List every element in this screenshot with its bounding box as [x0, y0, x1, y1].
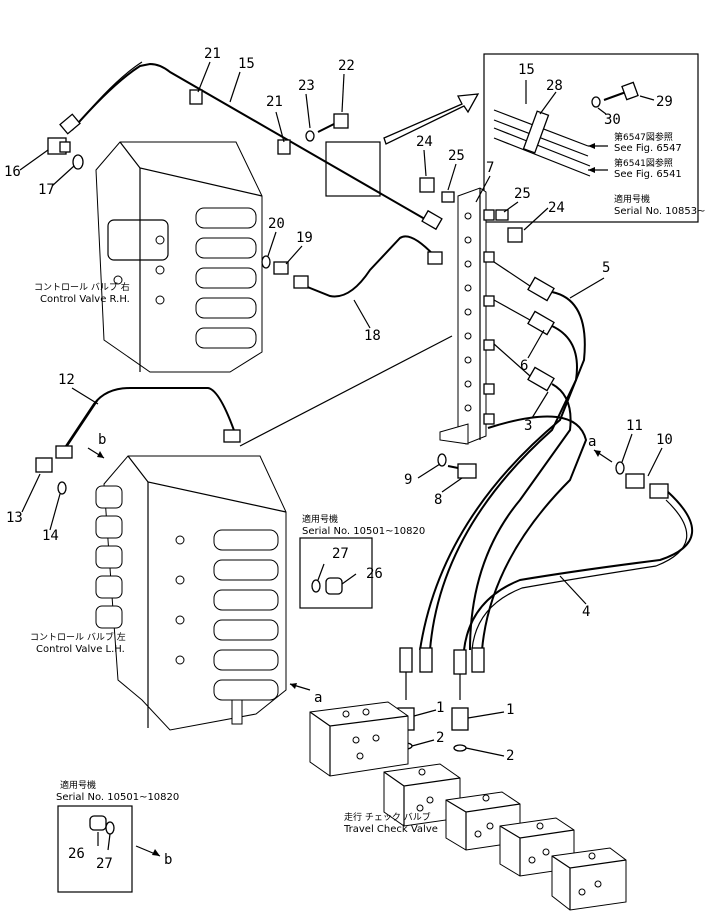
- travel-check-valve: [309, 701, 627, 911]
- callout-15: 15: [238, 56, 255, 72]
- hose-4: [463, 473, 694, 651]
- callout-2-a: 2: [436, 730, 444, 746]
- hose-end-fittings: [399, 647, 485, 700]
- elbow-16: [47, 137, 71, 155]
- inset-mid-serial-en: Serial No. 10501~10820: [302, 526, 425, 537]
- hoses-5-6-3: [419, 261, 588, 651]
- oring-14: [57, 481, 67, 495]
- plug-24-a: [419, 177, 435, 193]
- callout-9: 9: [404, 472, 412, 488]
- plug-24-b: [507, 227, 523, 243]
- callout-10: 10: [656, 432, 673, 448]
- ref-6547-jp: 第6547図参照: [614, 131, 673, 143]
- cv-rh-jp: コントロール バルブ 右: [34, 281, 130, 293]
- oring-11: [615, 461, 625, 475]
- ref-6547-en: See Fig. 6547: [614, 143, 682, 154]
- callout-12: 12: [58, 372, 75, 388]
- callout-21-b: 21: [266, 94, 283, 110]
- callout-20: 20: [268, 216, 285, 232]
- callout-13: 13: [6, 510, 23, 526]
- cv-lh-jp: コントロール バルブ 左: [30, 631, 126, 643]
- elbow-13: [35, 457, 53, 473]
- inset-callout-29: 29: [656, 94, 673, 110]
- callout-18: 18: [364, 328, 381, 344]
- callout-14: 14: [42, 528, 59, 544]
- callout-1-a: 1: [436, 700, 444, 716]
- callout-23: 23: [298, 78, 315, 94]
- fitting-25-a: [441, 191, 455, 203]
- tcv-en: Travel Check Valve: [343, 824, 438, 835]
- control-valve-lh: [95, 455, 287, 731]
- callout-26-a: 26: [366, 566, 383, 582]
- tcv-jp: 走行 チェック バルブ: [344, 811, 431, 823]
- callout-26-b: 26: [68, 846, 85, 862]
- inset-bottom-serial-en: Serial No. 10501~10820: [56, 792, 179, 803]
- callout-3: 3: [524, 418, 532, 434]
- callout-24-b: 24: [548, 200, 565, 216]
- callout-1-b: 1: [506, 702, 514, 718]
- detail-arrow: [383, 93, 480, 145]
- bolt-8: [457, 463, 477, 479]
- callout-25-b: 25: [514, 186, 531, 202]
- inset-mid: [299, 537, 373, 609]
- callout-16: 16: [4, 164, 21, 180]
- arrow-a-label-1: a: [314, 690, 322, 706]
- inset-mid-serial-jp: 適用号機: [302, 513, 338, 525]
- bolt-22: [317, 113, 349, 133]
- ref-6541-jp: 第6541図参照: [614, 157, 673, 169]
- oring-17: [72, 154, 84, 170]
- arrow-b-label-2: b: [164, 852, 172, 868]
- control-valve-rh: [95, 141, 263, 373]
- callout-24-a: 24: [416, 134, 433, 150]
- callout-7: 7: [486, 160, 494, 176]
- oring-2-b: [453, 744, 467, 752]
- cv-rh-en: Control Valve R.H.: [40, 294, 130, 305]
- callout-25-a: 25: [448, 148, 465, 164]
- callout-5: 5: [602, 260, 610, 276]
- callout-21-a: 21: [204, 46, 221, 62]
- pipe-12: [55, 335, 453, 459]
- inset-top-serial-jp: 適用号機: [614, 193, 650, 205]
- callout-19: 19: [296, 230, 313, 246]
- washer-9: [437, 453, 447, 467]
- cv-lh-en: Control Valve L.H.: [36, 644, 125, 655]
- inset-callout-15: 15: [518, 62, 535, 78]
- callout-17: 17: [38, 182, 55, 198]
- inset-callout-30: 30: [604, 112, 621, 128]
- inset-callout-28: 28: [546, 78, 563, 94]
- arrow-a-label-2: a: [588, 434, 596, 450]
- fitting-25-b: [495, 209, 509, 221]
- callout-2-b: 2: [506, 748, 514, 764]
- washer-23: [305, 130, 315, 142]
- view-frame: [325, 141, 381, 197]
- callout-27-a: 27: [332, 546, 349, 562]
- callout-6: 6: [520, 358, 528, 374]
- inset-bottom: [57, 805, 161, 893]
- inset-bottom-serial-jp: 適用号機: [60, 779, 96, 791]
- inset-top-serial-en: Serial No. 10853~: [614, 206, 705, 217]
- callout-27-b: 27: [96, 856, 113, 872]
- callout-8: 8: [434, 492, 442, 508]
- adapter-1-b: [451, 707, 469, 731]
- ref-6541-en: See Fig. 6541: [614, 169, 682, 180]
- pipe-18: [293, 235, 443, 298]
- oring-20: [261, 255, 271, 269]
- adapter-19: [273, 261, 289, 275]
- arrow-b-label-1: b: [98, 432, 106, 448]
- block-7: [439, 187, 495, 445]
- callout-22: 22: [338, 58, 355, 74]
- callout-4: 4: [582, 604, 590, 620]
- callout-11: 11: [626, 418, 643, 434]
- inset-top: [483, 53, 699, 223]
